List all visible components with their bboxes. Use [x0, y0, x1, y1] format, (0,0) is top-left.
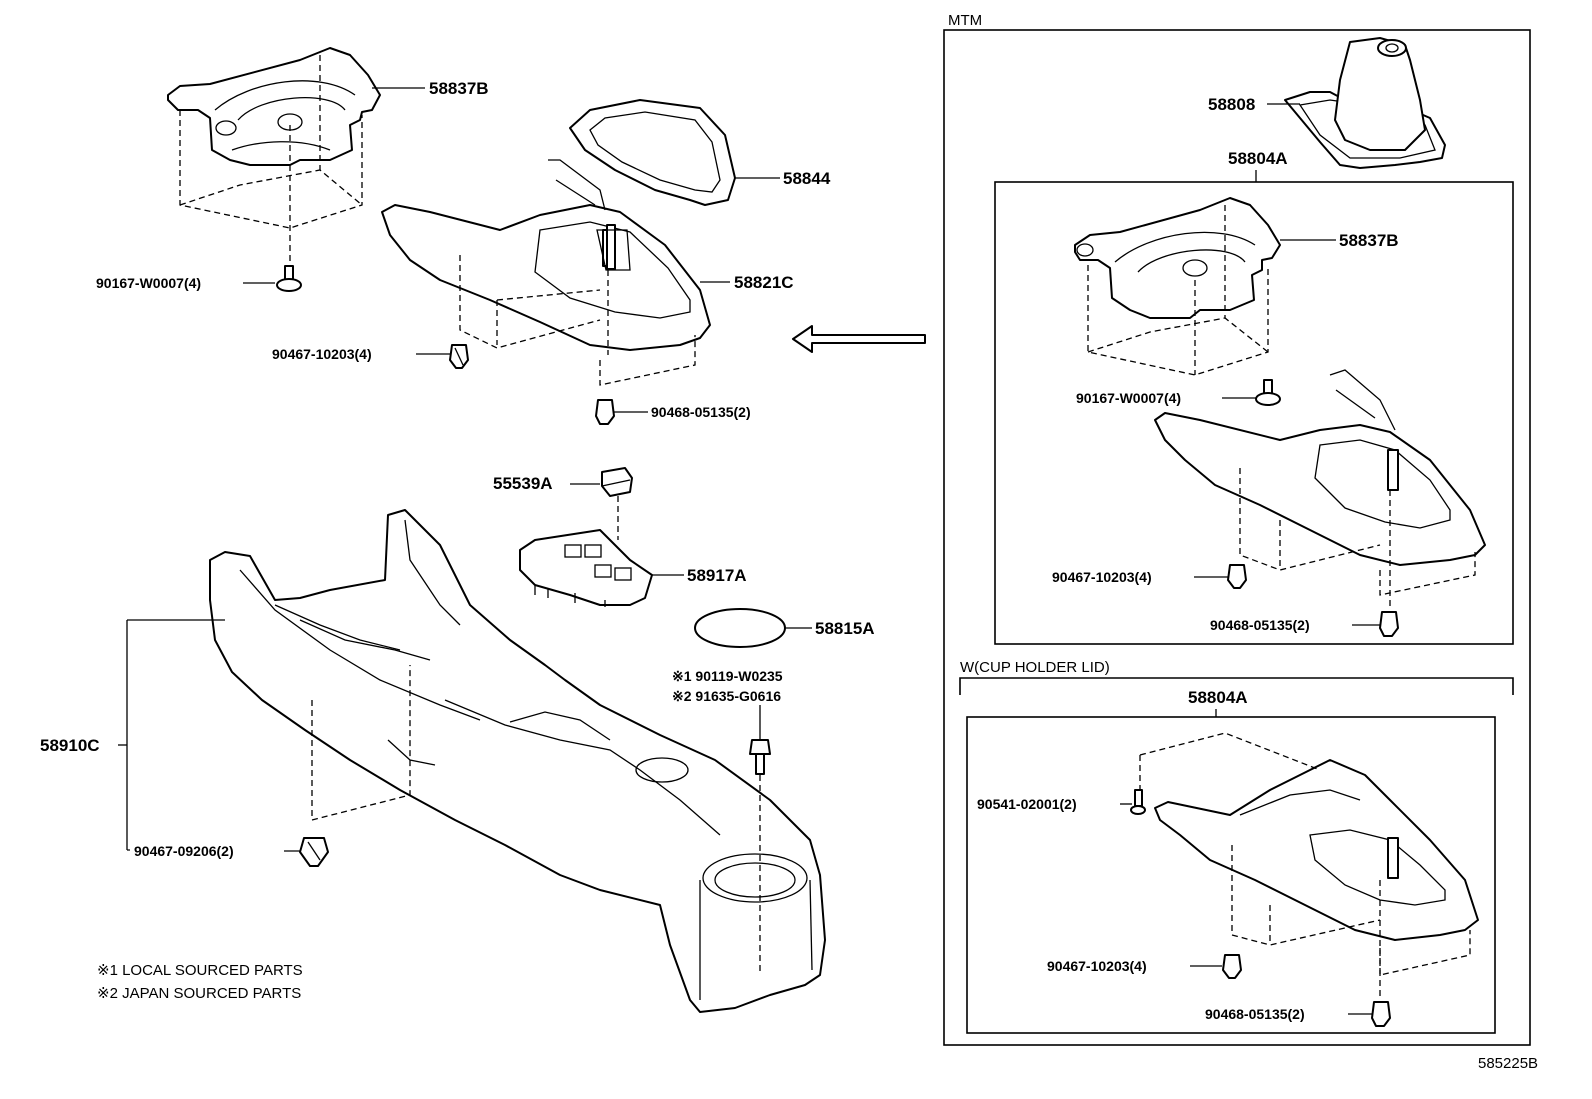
- clip-90468-05135-left: [595, 399, 615, 425]
- shift-boot-58808: [1284, 37, 1446, 169]
- cup-holder-insert-58837B-left: [167, 47, 381, 265]
- button-55539A: [601, 467, 633, 540]
- mat-58815A: [694, 608, 786, 648]
- label-90468-lid: 90468-05135(2): [1205, 1006, 1305, 1022]
- cup-holder-insert-58837B-right: [1074, 197, 1281, 376]
- label-90468-right: 90468-05135(2): [1210, 617, 1310, 633]
- label-90167-left: 90167-W0007(4): [96, 275, 201, 291]
- bolt-90119: [749, 705, 771, 975]
- label-90541: 90541-02001(2): [977, 796, 1077, 812]
- clip-90467-10203-lid: [1222, 954, 1242, 979]
- label-55539A: 55539A: [493, 474, 553, 493]
- console-panel-mtm: [1154, 369, 1486, 610]
- label-90468-left: 90468-05135(2): [651, 404, 751, 420]
- clip-90467-10203-left: [449, 344, 469, 369]
- label-58804A-mtm: 58804A: [1228, 149, 1288, 168]
- label-90467-10203-right: 90467-10203(4): [1052, 569, 1152, 585]
- label-58917A: 58917A: [687, 566, 747, 585]
- clip-90467-10203-right: [1227, 564, 1247, 589]
- label-90119: ※1 90119-W0235: [672, 668, 783, 684]
- subframe-58804A-mtm: [994, 181, 1514, 645]
- console-panel-lid: [1139, 732, 1479, 1000]
- clip-90468-05135-lid: [1371, 1001, 1391, 1027]
- label-58804A-lid: 58804A: [1188, 688, 1248, 707]
- cup-holder-lid-bracket: [959, 677, 1514, 695]
- note-japan-sourced: ※2 JAPAN SOURCED PARTS: [97, 985, 301, 1002]
- label-91635: ※2 91635-G0616: [672, 688, 781, 704]
- subframe-58804A-lid: [966, 716, 1496, 1034]
- label-90467-09206: 90467-09206(2): [134, 843, 234, 859]
- switch-panel-58917A: [519, 529, 653, 607]
- direction-arrow: [792, 325, 926, 353]
- bezel-58844: [569, 99, 736, 206]
- clip-90468-05135-right: [1379, 611, 1399, 637]
- label-58910C: 58910C: [40, 736, 100, 755]
- label-58837B-right: 58837B: [1339, 231, 1399, 250]
- screw-90167-right: [1255, 379, 1281, 406]
- label-90167-right: 90167-W0007(4): [1076, 390, 1181, 406]
- label-58808: 58808: [1208, 95, 1255, 114]
- diagram-id: 585225B: [1478, 1055, 1538, 1072]
- note-local-sourced: ※1 LOCAL SOURCED PARTS: [97, 962, 303, 979]
- screw-90167-left: [276, 265, 302, 292]
- screw-90541: [1130, 789, 1146, 815]
- console-box-58910C: [209, 509, 826, 1013]
- label-90467-10203-lid: 90467-10203(4): [1047, 958, 1147, 974]
- label-mtm: MTM: [948, 12, 982, 29]
- clip-90467-09206: [299, 837, 329, 867]
- label-90467-10203-left: 90467-10203(4): [272, 346, 372, 362]
- leader-90467-09206: [127, 849, 300, 852]
- mtm-frame: [943, 29, 1531, 1046]
- label-58837B-left: 58837B: [429, 79, 489, 98]
- label-58821C: 58821C: [734, 273, 794, 292]
- label-58815A: 58815A: [815, 619, 875, 638]
- label-58844: 58844: [783, 169, 831, 188]
- label-cup-holder-lid: W(CUP HOLDER LID): [960, 659, 1110, 676]
- console-panel-58821C: [381, 159, 711, 386]
